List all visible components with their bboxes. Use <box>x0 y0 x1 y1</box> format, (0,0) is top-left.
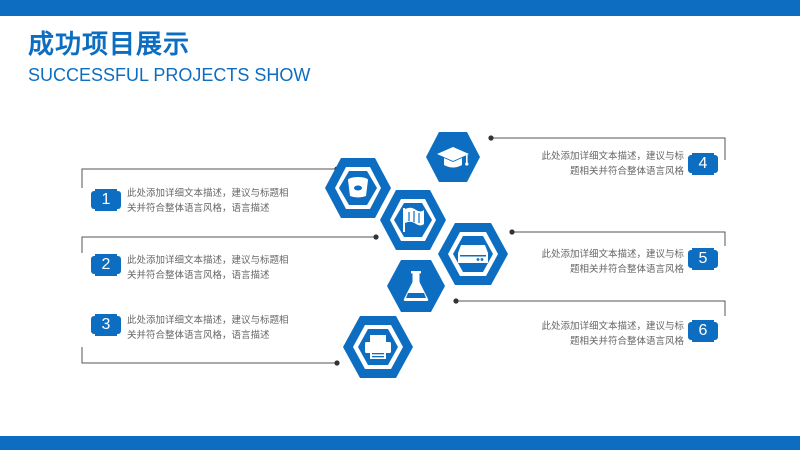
item-number-5: 5 <box>688 248 718 270</box>
page-title: 成功项目展示 <box>28 30 191 60</box>
hex-bucket <box>325 158 391 218</box>
hex-flask <box>387 260 445 312</box>
item-number-3: 3 <box>91 314 121 336</box>
connector-line-3 <box>81 347 337 364</box>
item-description-5: 此处添加详细文本描述，建议与标题相关并符合整体语言风格 <box>541 249 684 275</box>
connector-line-2 <box>81 236 376 253</box>
connector-dot-4 <box>488 135 494 141</box>
item-description-4: 此处添加详细文本描述，建议与标题相关并符合整体语言风格 <box>541 151 684 177</box>
flag-icon <box>403 207 424 232</box>
connector-dot-5 <box>509 229 515 235</box>
hex-flag <box>380 190 446 250</box>
item-description-1: 此处添加详细文本描述，建议与标题相关并符合整体语言风格，语言描述 <box>127 188 289 214</box>
item-description-6: 此处添加详细文本描述，建议与标题相关并符合整体语言风格 <box>541 321 684 347</box>
flask-icon <box>403 271 429 301</box>
connector-line-5 <box>512 231 726 246</box>
bucket-icon <box>348 177 368 198</box>
printer-icon <box>365 335 391 359</box>
item-description-3: 此处添加详细文本描述，建议与标题相关并符合整体语言风格，语言描述 <box>127 315 289 341</box>
connector-dot-6 <box>453 298 459 304</box>
hex-printer <box>343 316 413 378</box>
hex-drive <box>438 223 508 285</box>
item-number-6: 6 <box>688 320 718 342</box>
graduation-cap-icon <box>437 147 469 168</box>
hard-drive-icon <box>458 245 488 263</box>
connector-line-6 <box>456 300 726 316</box>
page-subtitle: SUCCESSFUL PROJECTS SHOW <box>28 65 311 85</box>
item-number-2: 2 <box>91 254 121 276</box>
bottom-accent-bar <box>0 436 800 450</box>
hex-graduation <box>426 132 480 182</box>
top-accent-bar <box>0 0 800 16</box>
connector-line-1 <box>81 168 337 188</box>
connector-line-4 <box>491 137 726 160</box>
connector-dot-3 <box>334 360 340 366</box>
item-description-2: 此处添加详细文本描述，建议与标题相关并符合整体语言风格，语言描述 <box>127 255 289 281</box>
item-number-4: 4 <box>688 153 718 175</box>
item-number-1: 1 <box>91 189 121 211</box>
connector-dot-2 <box>373 234 379 240</box>
